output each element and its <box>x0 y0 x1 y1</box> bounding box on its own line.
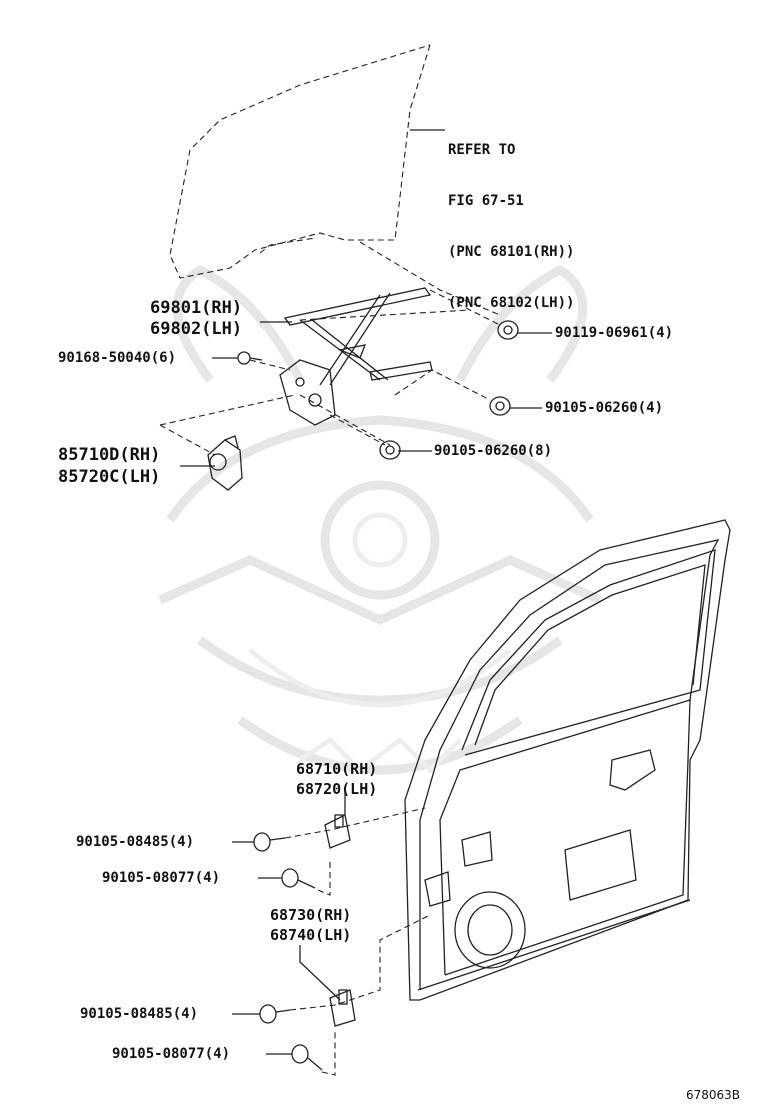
bolt-icon <box>237 351 263 365</box>
refer-note-line4: (PNC 68102(LH)) <box>448 295 575 311</box>
part-label-lower-hinge-rh[interactable]: 68730(RH) <box>270 906 352 924</box>
part-label-regulator-rh[interactable]: 69801(RH) <box>150 298 243 318</box>
bolt-icon <box>253 832 286 852</box>
upper-hinge-drawing <box>324 814 351 849</box>
part-label-lower-hinge-lh[interactable]: 68740(LH) <box>270 926 352 944</box>
bolt-icon <box>489 396 511 416</box>
part-label-bolt-left[interactable]: 90168-50040(6) <box>58 350 177 366</box>
bolt-icons <box>237 320 519 460</box>
regulator-leader-lines <box>159 289 552 467</box>
part-label-bolt-mid-right[interactable]: 90105-06260(4) <box>545 400 664 416</box>
refer-note: REFER TO FIG 67-51 (PNC 68101(RH)) (PNC … <box>448 108 574 329</box>
part-label-lower-hinge-bolt-b[interactable]: 90105-08077(4) <box>112 1046 231 1062</box>
part-label-upper-hinge-lh[interactable]: 68720(LH) <box>296 780 378 798</box>
refer-note-line1: REFER TO <box>448 142 516 158</box>
bolt-icon <box>281 868 316 889</box>
part-label-regulator-lh[interactable]: 69802(LH) <box>150 319 243 339</box>
figure-code: 678063B <box>686 1088 741 1102</box>
bolt-icon <box>497 320 519 340</box>
part-label-lower-hinge-bolt-a[interactable]: 90105-08485(4) <box>80 1006 199 1022</box>
hinge-leader-lines <box>232 792 431 1076</box>
bolt-icon <box>379 440 401 460</box>
part-label-motor-lh[interactable]: 85720C(LH) <box>58 467 161 487</box>
bolt-icon <box>291 1044 323 1071</box>
bolt-icon <box>259 1004 291 1024</box>
part-label-upper-hinge-bolt-a[interactable]: 90105-08485(4) <box>76 834 195 850</box>
lower-hinge-drawing <box>329 989 356 1027</box>
refer-note-line2: FIG 67-51 <box>448 193 524 209</box>
refer-note-line3: (PNC 68101(RH)) <box>448 244 575 260</box>
hinge-bolt-icons <box>253 832 323 1071</box>
regulator-motor-drawing <box>207 435 243 491</box>
part-label-motor-rh[interactable]: 85710D(RH) <box>58 445 161 465</box>
part-label-bolt-top-right[interactable]: 90119-06961(4) <box>555 325 674 341</box>
door-glass-outline <box>169 44 501 316</box>
part-label-upper-hinge-rh[interactable]: 68710(RH) <box>296 760 378 778</box>
door-shell-drawing <box>404 519 731 1001</box>
part-label-bolt-lower-right[interactable]: 90105-06260(8) <box>434 443 553 459</box>
part-label-upper-hinge-bolt-b[interactable]: 90105-08077(4) <box>102 870 221 886</box>
watermark-logo <box>158 264 602 775</box>
